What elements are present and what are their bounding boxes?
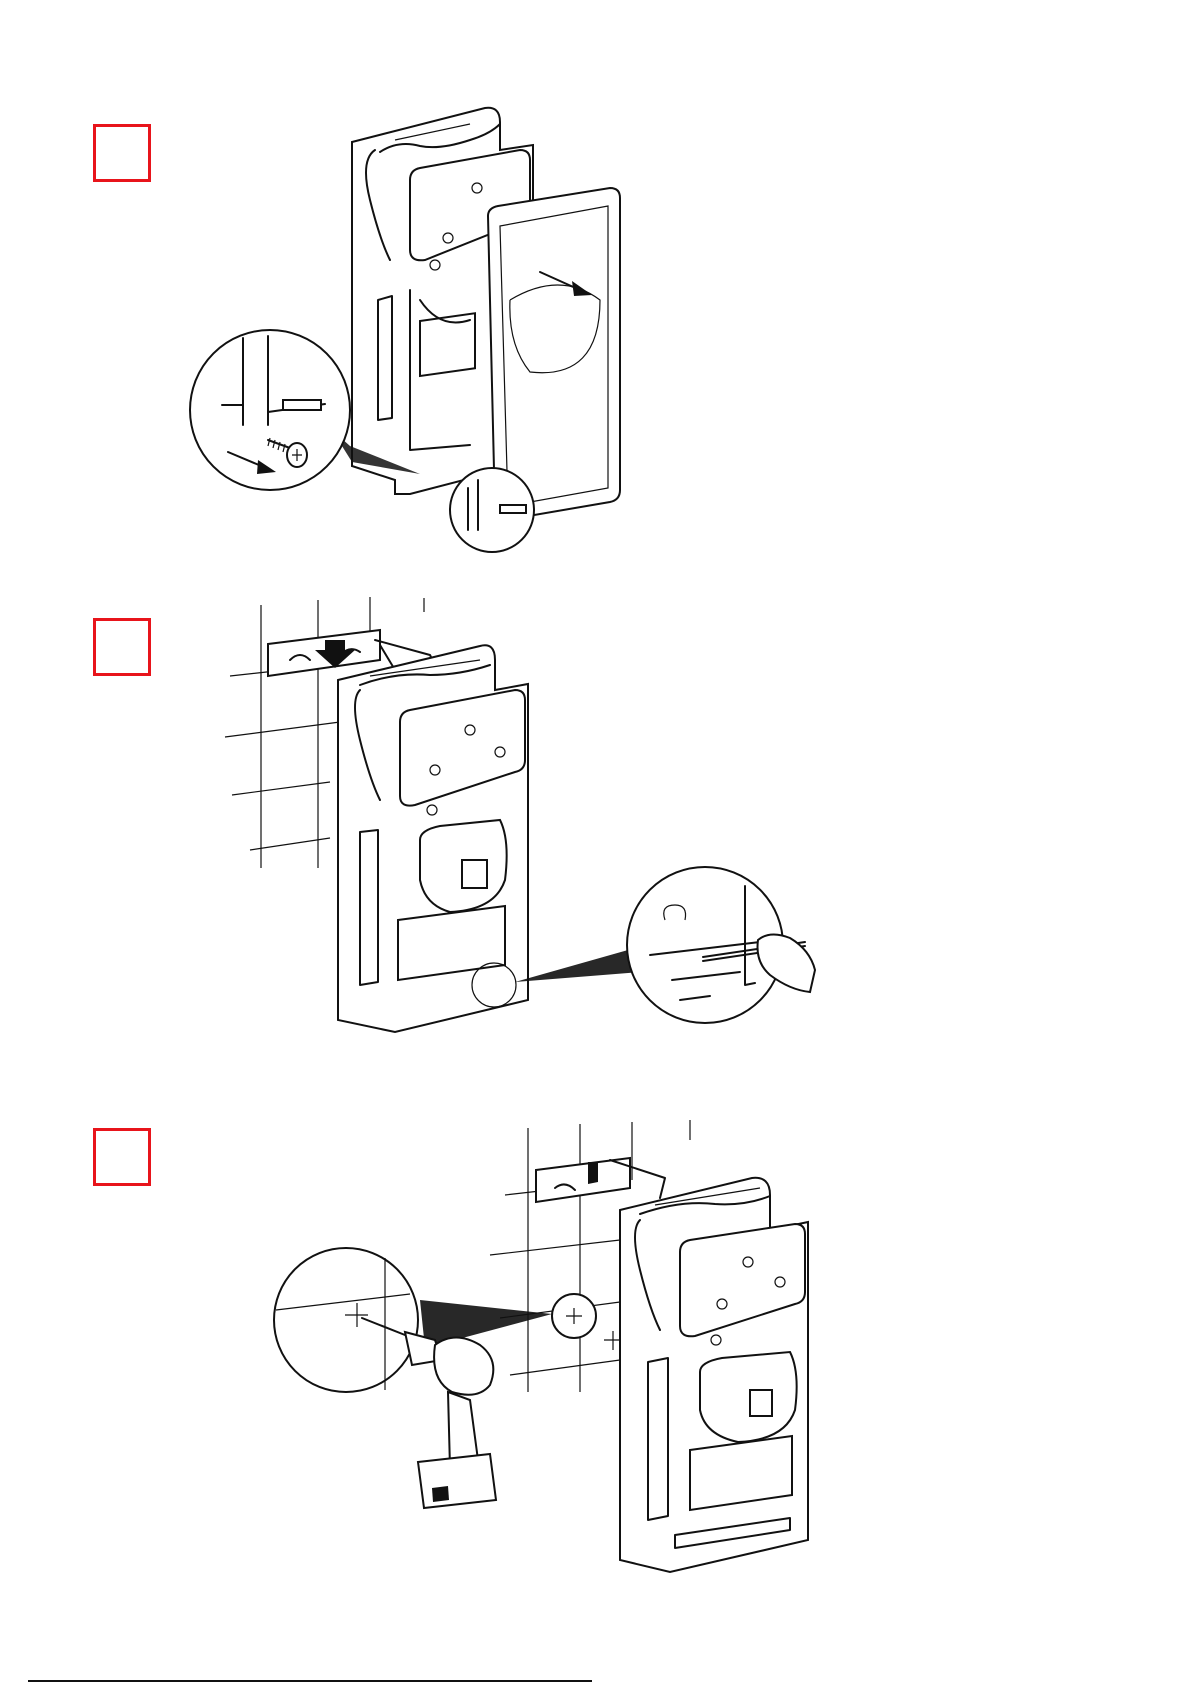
detail-circle-drill: [274, 1248, 418, 1392]
detail-circle-left: [190, 330, 350, 490]
wall-bracket: [536, 1158, 630, 1202]
step-3-illustration: [274, 1120, 808, 1572]
step-1-illustration: [190, 108, 620, 552]
bottom-rule: [28, 1680, 592, 1682]
step-2-illustration: [225, 597, 815, 1032]
